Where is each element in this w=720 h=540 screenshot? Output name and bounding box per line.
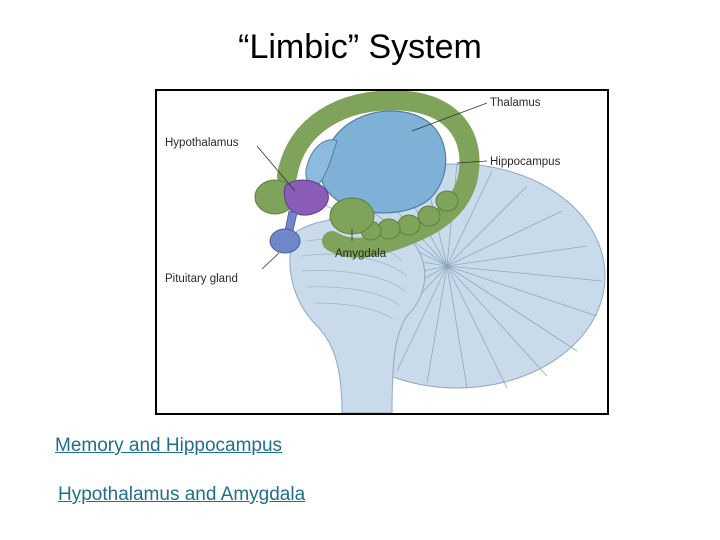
link-memory-and-hippocampus[interactable]: Memory and Hippocampus [55, 435, 283, 456]
link-hypothalamus-and-amygdala[interactable]: Hypothalamus and Amygdala [58, 484, 306, 505]
brain-illustration: Thalamus Hypothalamus Hippocampus Amygda… [165, 91, 606, 413]
hypothalamus [254, 179, 329, 216]
thalamus [305, 110, 447, 214]
limbic-system-diagram: Thalamus Hypothalamus Hippocampus Amygda… [155, 89, 609, 415]
label-amygdala: Amygdala [335, 248, 387, 260]
label-pituitary-gland: Pituitary gland [165, 273, 238, 285]
pituitary-gland [269, 210, 301, 254]
label-hippocampus: Hippocampus [490, 156, 561, 168]
amygdala [329, 197, 375, 235]
slide-title: “Limbic” System [238, 28, 482, 66]
label-thalamus: Thalamus [490, 97, 541, 109]
label-hypothalamus: Hypothalamus [165, 137, 239, 149]
